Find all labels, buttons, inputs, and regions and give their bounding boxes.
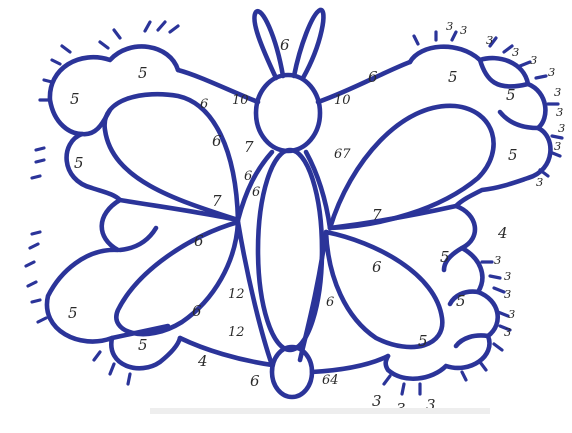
count-center-6: 6 xyxy=(252,185,260,200)
count-right-5-c: 5 xyxy=(508,146,518,164)
upper-right-ring xyxy=(330,106,494,228)
count-right-7-mid: 7 xyxy=(372,206,382,224)
count-tail-64: 64 xyxy=(322,373,339,388)
count-3-n: 3 xyxy=(504,287,511,301)
chain-bottom-right xyxy=(312,356,388,372)
count-left-6-bottom: 6 xyxy=(192,302,202,320)
chain-head-right xyxy=(318,62,410,102)
count-right-5-b: 5 xyxy=(506,86,516,104)
count-3-a: 3 xyxy=(446,19,453,33)
count-left-4-bottom: 4 xyxy=(197,352,208,370)
count-3-h: 3 xyxy=(556,105,563,119)
count-left-7-neck: 7 xyxy=(244,138,254,156)
left-scallop-inner xyxy=(82,110,168,338)
count-3-l: 3 xyxy=(494,253,501,267)
count-right-6-upper: 6 xyxy=(368,68,378,86)
count-left-6-inner: 6 xyxy=(244,169,252,184)
count-3-o: 3 xyxy=(508,307,515,321)
count-left-6-lower: 6 xyxy=(194,232,204,250)
chain-bottom-left xyxy=(180,338,272,365)
right-antenna xyxy=(294,10,323,78)
count-left-6-upper: 6 xyxy=(200,97,208,112)
chain-right-lower xyxy=(300,232,326,360)
count-3-e: 3 xyxy=(530,53,537,67)
count-3-f: 3 xyxy=(548,65,555,79)
butterfly-thorax xyxy=(258,150,322,350)
count-left-12-upper: 12 xyxy=(228,287,245,302)
count-3-b: 3 xyxy=(460,23,467,37)
count-right-5-f: 5 xyxy=(440,248,450,266)
count-left-5-b: 5 xyxy=(74,154,84,172)
count-right-10: 10 xyxy=(334,93,351,108)
count-3-k: 3 xyxy=(536,175,543,189)
connecting-chains xyxy=(120,62,456,372)
butterfly-head xyxy=(256,75,320,151)
count-tail-6: 6 xyxy=(250,372,260,390)
count-left-5-e: 5 xyxy=(138,336,148,354)
count-left-5-c: 5 xyxy=(138,64,148,82)
count-3-m: 3 xyxy=(504,269,511,283)
footer-smudge xyxy=(150,408,490,414)
count-3-d: 3 xyxy=(512,45,519,59)
count-right-5-a: 5 xyxy=(448,68,458,86)
picots-upper-left xyxy=(32,22,178,178)
count-left-5-a: 5 xyxy=(70,90,80,108)
inner-rings xyxy=(105,94,494,347)
count-3-i: 3 xyxy=(558,121,565,135)
count-right-5-e: 5 xyxy=(456,292,466,310)
count-3-p: 3 xyxy=(504,325,511,339)
picots-upper-right xyxy=(414,32,562,176)
count-right-5-d: 5 xyxy=(418,332,428,350)
chain-mid-right xyxy=(330,206,456,228)
left-antenna xyxy=(254,11,283,78)
lower-right-ring xyxy=(326,232,442,347)
count-3-c: 3 xyxy=(486,33,493,47)
count-right-6-lower: 6 xyxy=(326,295,334,310)
count-left-12-lower: 12 xyxy=(228,325,245,340)
count-left-10: 10 xyxy=(232,93,249,108)
count-left-7-mid: 7 xyxy=(212,192,222,210)
count-right-67: 67 xyxy=(334,147,351,162)
picots-lower-right xyxy=(384,262,510,394)
count-right-4-edge: 4 xyxy=(497,224,508,242)
count-3-g: 3 xyxy=(554,85,561,99)
count-3-q: 3 xyxy=(372,392,382,410)
butterfly-tail xyxy=(272,347,312,397)
lower-left-ring xyxy=(116,222,238,334)
count-3-j: 3 xyxy=(554,139,561,153)
count-right-6-mid: 6 xyxy=(372,258,382,276)
count-left-6-neck: 6 xyxy=(212,132,222,150)
count-left-5-d: 5 xyxy=(68,304,78,322)
picots-lower-left xyxy=(26,232,130,384)
count-head-6: 6 xyxy=(280,36,290,54)
